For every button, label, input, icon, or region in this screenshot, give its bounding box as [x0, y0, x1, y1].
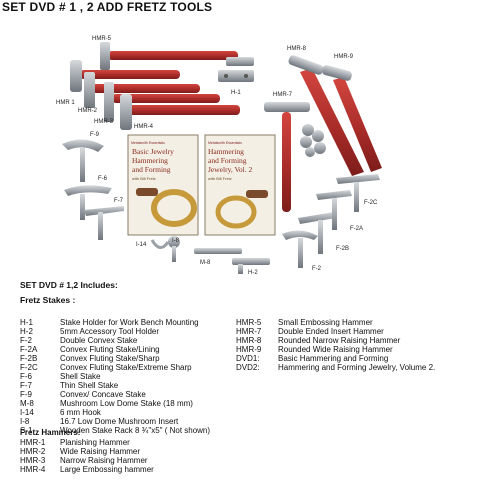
label-hmr2: HMR-2: [78, 108, 98, 114]
label-f2: F-2: [312, 266, 322, 272]
label-hmr7: HMR-7: [273, 92, 293, 98]
stake-f2: [282, 230, 318, 268]
svg-text:and Forming: and Forming: [132, 165, 171, 174]
label-h1: H-1: [231, 90, 241, 96]
label-f9: F-9: [90, 132, 100, 138]
svg-text:Metalsmith Essentials: Metalsmith Essentials: [131, 141, 165, 145]
svg-text:Metalsmith Essentials: Metalsmith Essentials: [208, 141, 242, 145]
hammers-heading: Fretz Hammers:: [20, 428, 81, 437]
label-f2a: F-2A: [350, 226, 363, 232]
list-item: DVD2:Hammering and Forming Jewelry, Volu…: [236, 363, 436, 372]
hammer-hmr5: [100, 42, 238, 70]
label-m8: M-8: [200, 260, 211, 266]
stake-holder-h1: [218, 57, 254, 82]
dvd1-cover: Metalsmith Essentials Basic Jewelry Hamm…: [127, 134, 199, 236]
stake-f6: [64, 185, 112, 220]
page-title: SET DVD # 1 , 2 ADD FRETZ TOOLS: [2, 0, 213, 14]
label-hmr5: HMR-5: [92, 36, 112, 42]
includes-heading: SET DVD # 1,2 Includes:: [20, 280, 118, 290]
dvd2-cover: Metalsmith Essentials Hammering and Form…: [204, 134, 276, 236]
svg-text:and Forming: and Forming: [208, 156, 247, 165]
label-i8: I-8: [172, 238, 180, 244]
hammer-hmr7: [264, 102, 310, 212]
svg-text:Basic Jewelry: Basic Jewelry: [132, 147, 174, 156]
insert-pile: [300, 124, 326, 157]
product-photo: Metalsmith Essentials Basic Jewelry Hamm…: [56, 36, 382, 276]
label-f2c: F-2C: [364, 200, 378, 206]
hammer-hmr3: [104, 82, 220, 122]
svg-text:with Bill Fretz: with Bill Fretz: [208, 176, 232, 181]
insert-i8: [168, 236, 180, 262]
label-hmr4: HMR-4: [134, 124, 154, 130]
stake-f2b: [298, 212, 336, 254]
label-f7: F-7: [114, 198, 124, 204]
stake-f2c: [336, 174, 380, 212]
hammer-hmr4: [120, 94, 240, 130]
svg-text:Hammering: Hammering: [132, 156, 168, 165]
label-hmr9: HMR-9: [334, 54, 354, 60]
hammer-hmr1: [70, 60, 180, 92]
hammer-hmr2: [84, 72, 200, 108]
label-f6: F-6: [98, 176, 108, 182]
stake-m8: [194, 248, 242, 254]
stake-f7: [84, 206, 124, 240]
stake-f9: [62, 139, 104, 182]
hook-i14: [150, 239, 170, 249]
svg-text:Jewelry, Vol. 2: Jewelry, Vol. 2: [208, 165, 252, 174]
hammer-hmr9: [322, 65, 382, 172]
label-h2: H-2: [248, 270, 258, 276]
label-hmr1: HMR 1: [56, 100, 75, 106]
svg-text:Hammering: Hammering: [208, 147, 244, 156]
list-item: DVD1:Basic Hammering and Forming: [236, 354, 389, 363]
svg-text:with Bill Fretz: with Bill Fretz: [132, 176, 156, 181]
holder-h2: [232, 258, 270, 274]
label-hmr3: HMR-3: [94, 119, 114, 125]
hammer-hmr8: [288, 55, 364, 176]
label-hmr8: HMR-8: [287, 46, 307, 52]
stake-f2a: [316, 190, 352, 230]
stakes-heading: Fretz Stakes :: [20, 295, 76, 305]
label-i14: I-14: [136, 242, 147, 248]
label-f2b: F-2B: [336, 246, 349, 252]
